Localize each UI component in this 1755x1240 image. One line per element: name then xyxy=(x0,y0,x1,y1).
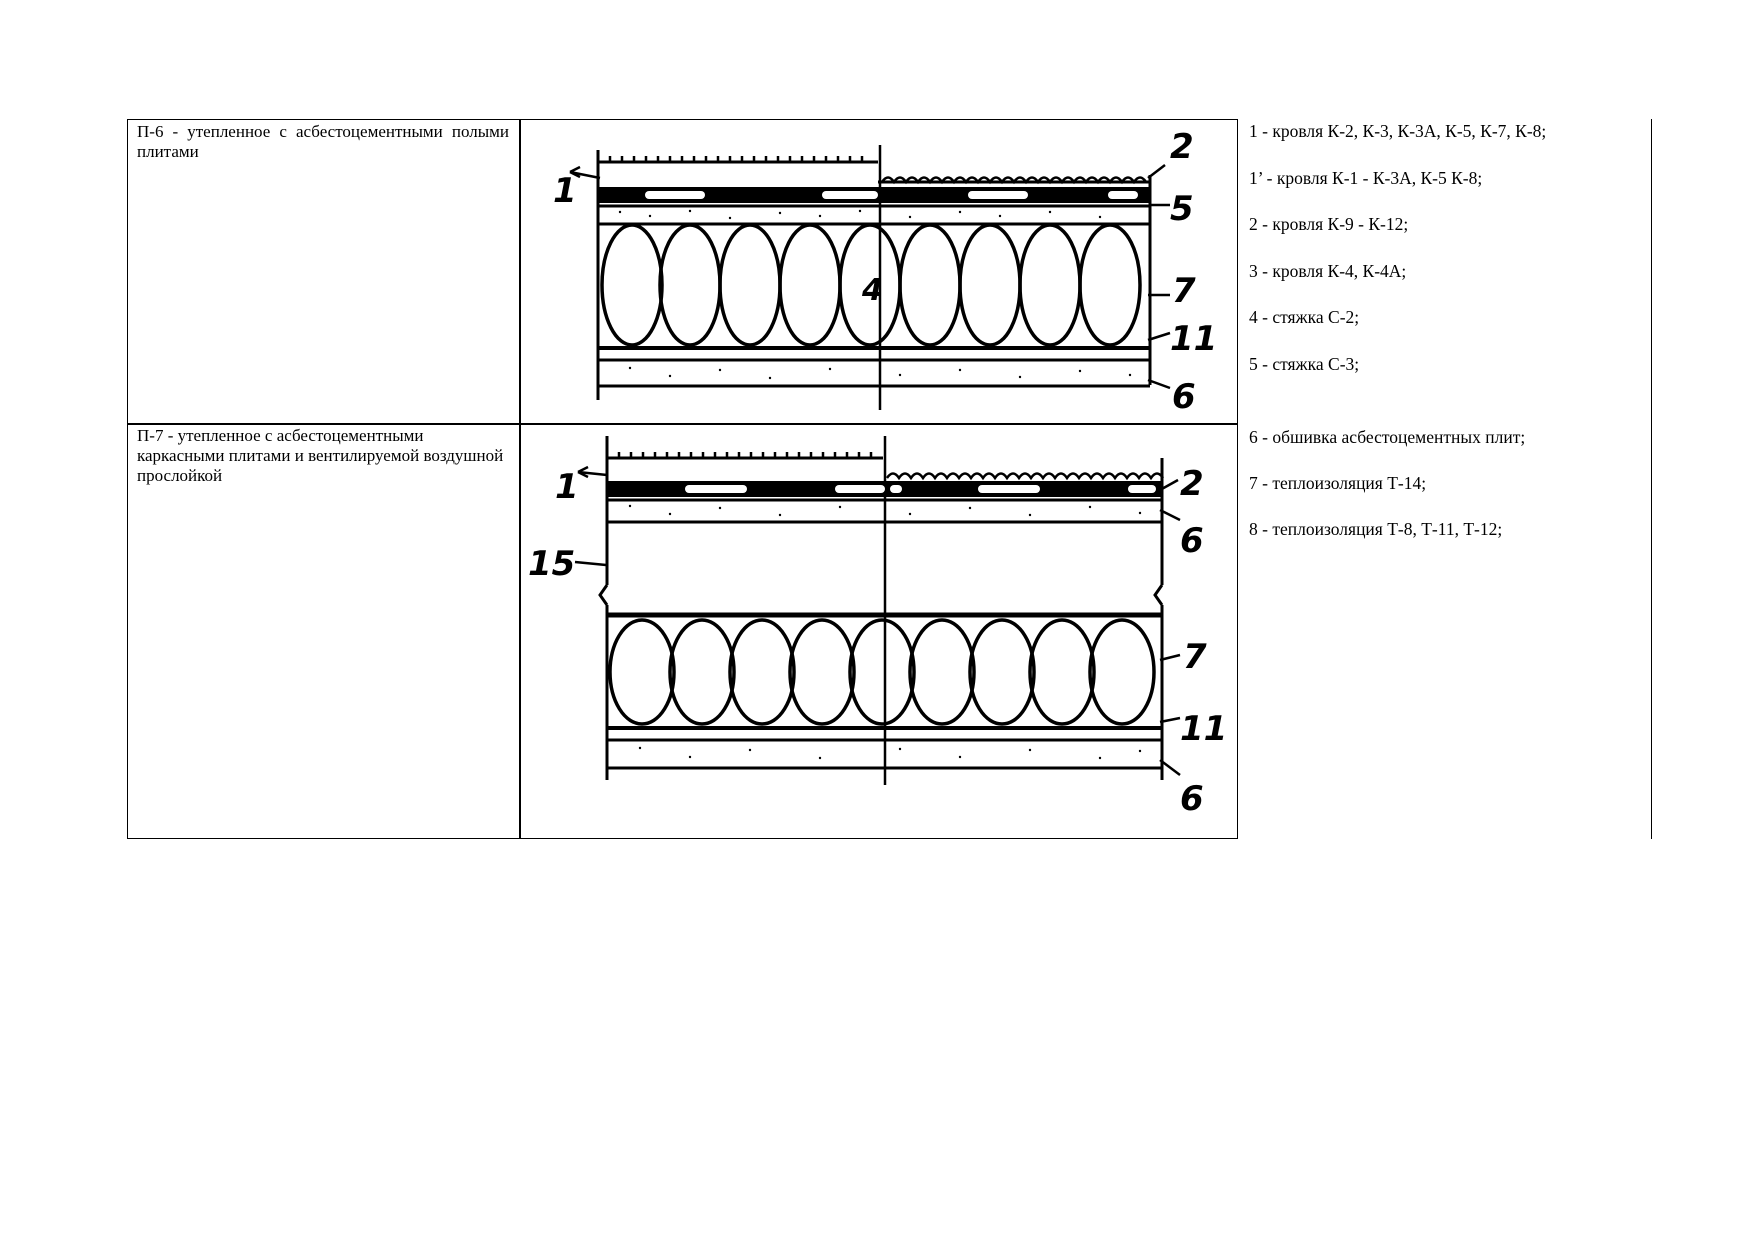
cell-title-p7 xyxy=(127,423,521,839)
legend-item-8: 8 - теплоизоляция Т-8, Т-11, Т-12; xyxy=(1249,519,1503,539)
legend-item-2: 2 - кровля К-9 - К-12; xyxy=(1249,214,1409,234)
callout-p7-11: 11 xyxy=(1180,709,1227,749)
legend-item-1: 1 - кровля К-2, К-3, К-3А, К-5, К-7, К-8… xyxy=(1249,121,1547,141)
table-right-rule xyxy=(1651,119,1652,839)
callout-p6-7: 7 xyxy=(1172,271,1196,311)
cell-drawing-p7 xyxy=(519,423,1238,839)
legend-item-1prime: 1’ - кровля К-1 - К-3А, К-5 К-8; xyxy=(1249,168,1483,188)
callout-p6-6: 6 xyxy=(1172,377,1196,417)
callout-p7-15: 15 xyxy=(528,544,575,584)
row-title-p7: П-7 - утепленное с асбестоцементными кар… xyxy=(137,426,504,485)
callout-p6-11: 11 xyxy=(1170,319,1217,359)
callout-p6-2: 2 xyxy=(1170,127,1194,167)
row-title-p6: П-6 - утепленное с асбестоцементными пол… xyxy=(137,122,509,161)
callout-p6-1: 1 xyxy=(553,171,577,211)
callout-p6-5: 5 xyxy=(1170,189,1194,229)
legend-item-6: 6 - обшивка асбестоцементных плит; xyxy=(1249,427,1526,447)
drawing-center-label: 4 xyxy=(861,273,883,308)
cell-title-p6 xyxy=(127,119,521,425)
legend-item-3: 3 - кровля К-4, К-4А; xyxy=(1249,261,1407,281)
callout-p7-1: 1 xyxy=(555,467,579,507)
legend-item-7: 7 - теплоизоляция Т-14; xyxy=(1249,473,1427,493)
callout-p7-6-top: 6 xyxy=(1180,521,1204,561)
legend-item-5: 5 - стяжка С-3; xyxy=(1249,354,1360,374)
callout-p7-6-bottom: 6 xyxy=(1180,779,1204,819)
callout-p7-7: 7 xyxy=(1183,637,1207,677)
callout-p7-2: 2 xyxy=(1180,464,1204,504)
cell-drawing-p6 xyxy=(519,119,1238,425)
legend-item-4: 4 - стяжка С-2; xyxy=(1249,307,1360,327)
